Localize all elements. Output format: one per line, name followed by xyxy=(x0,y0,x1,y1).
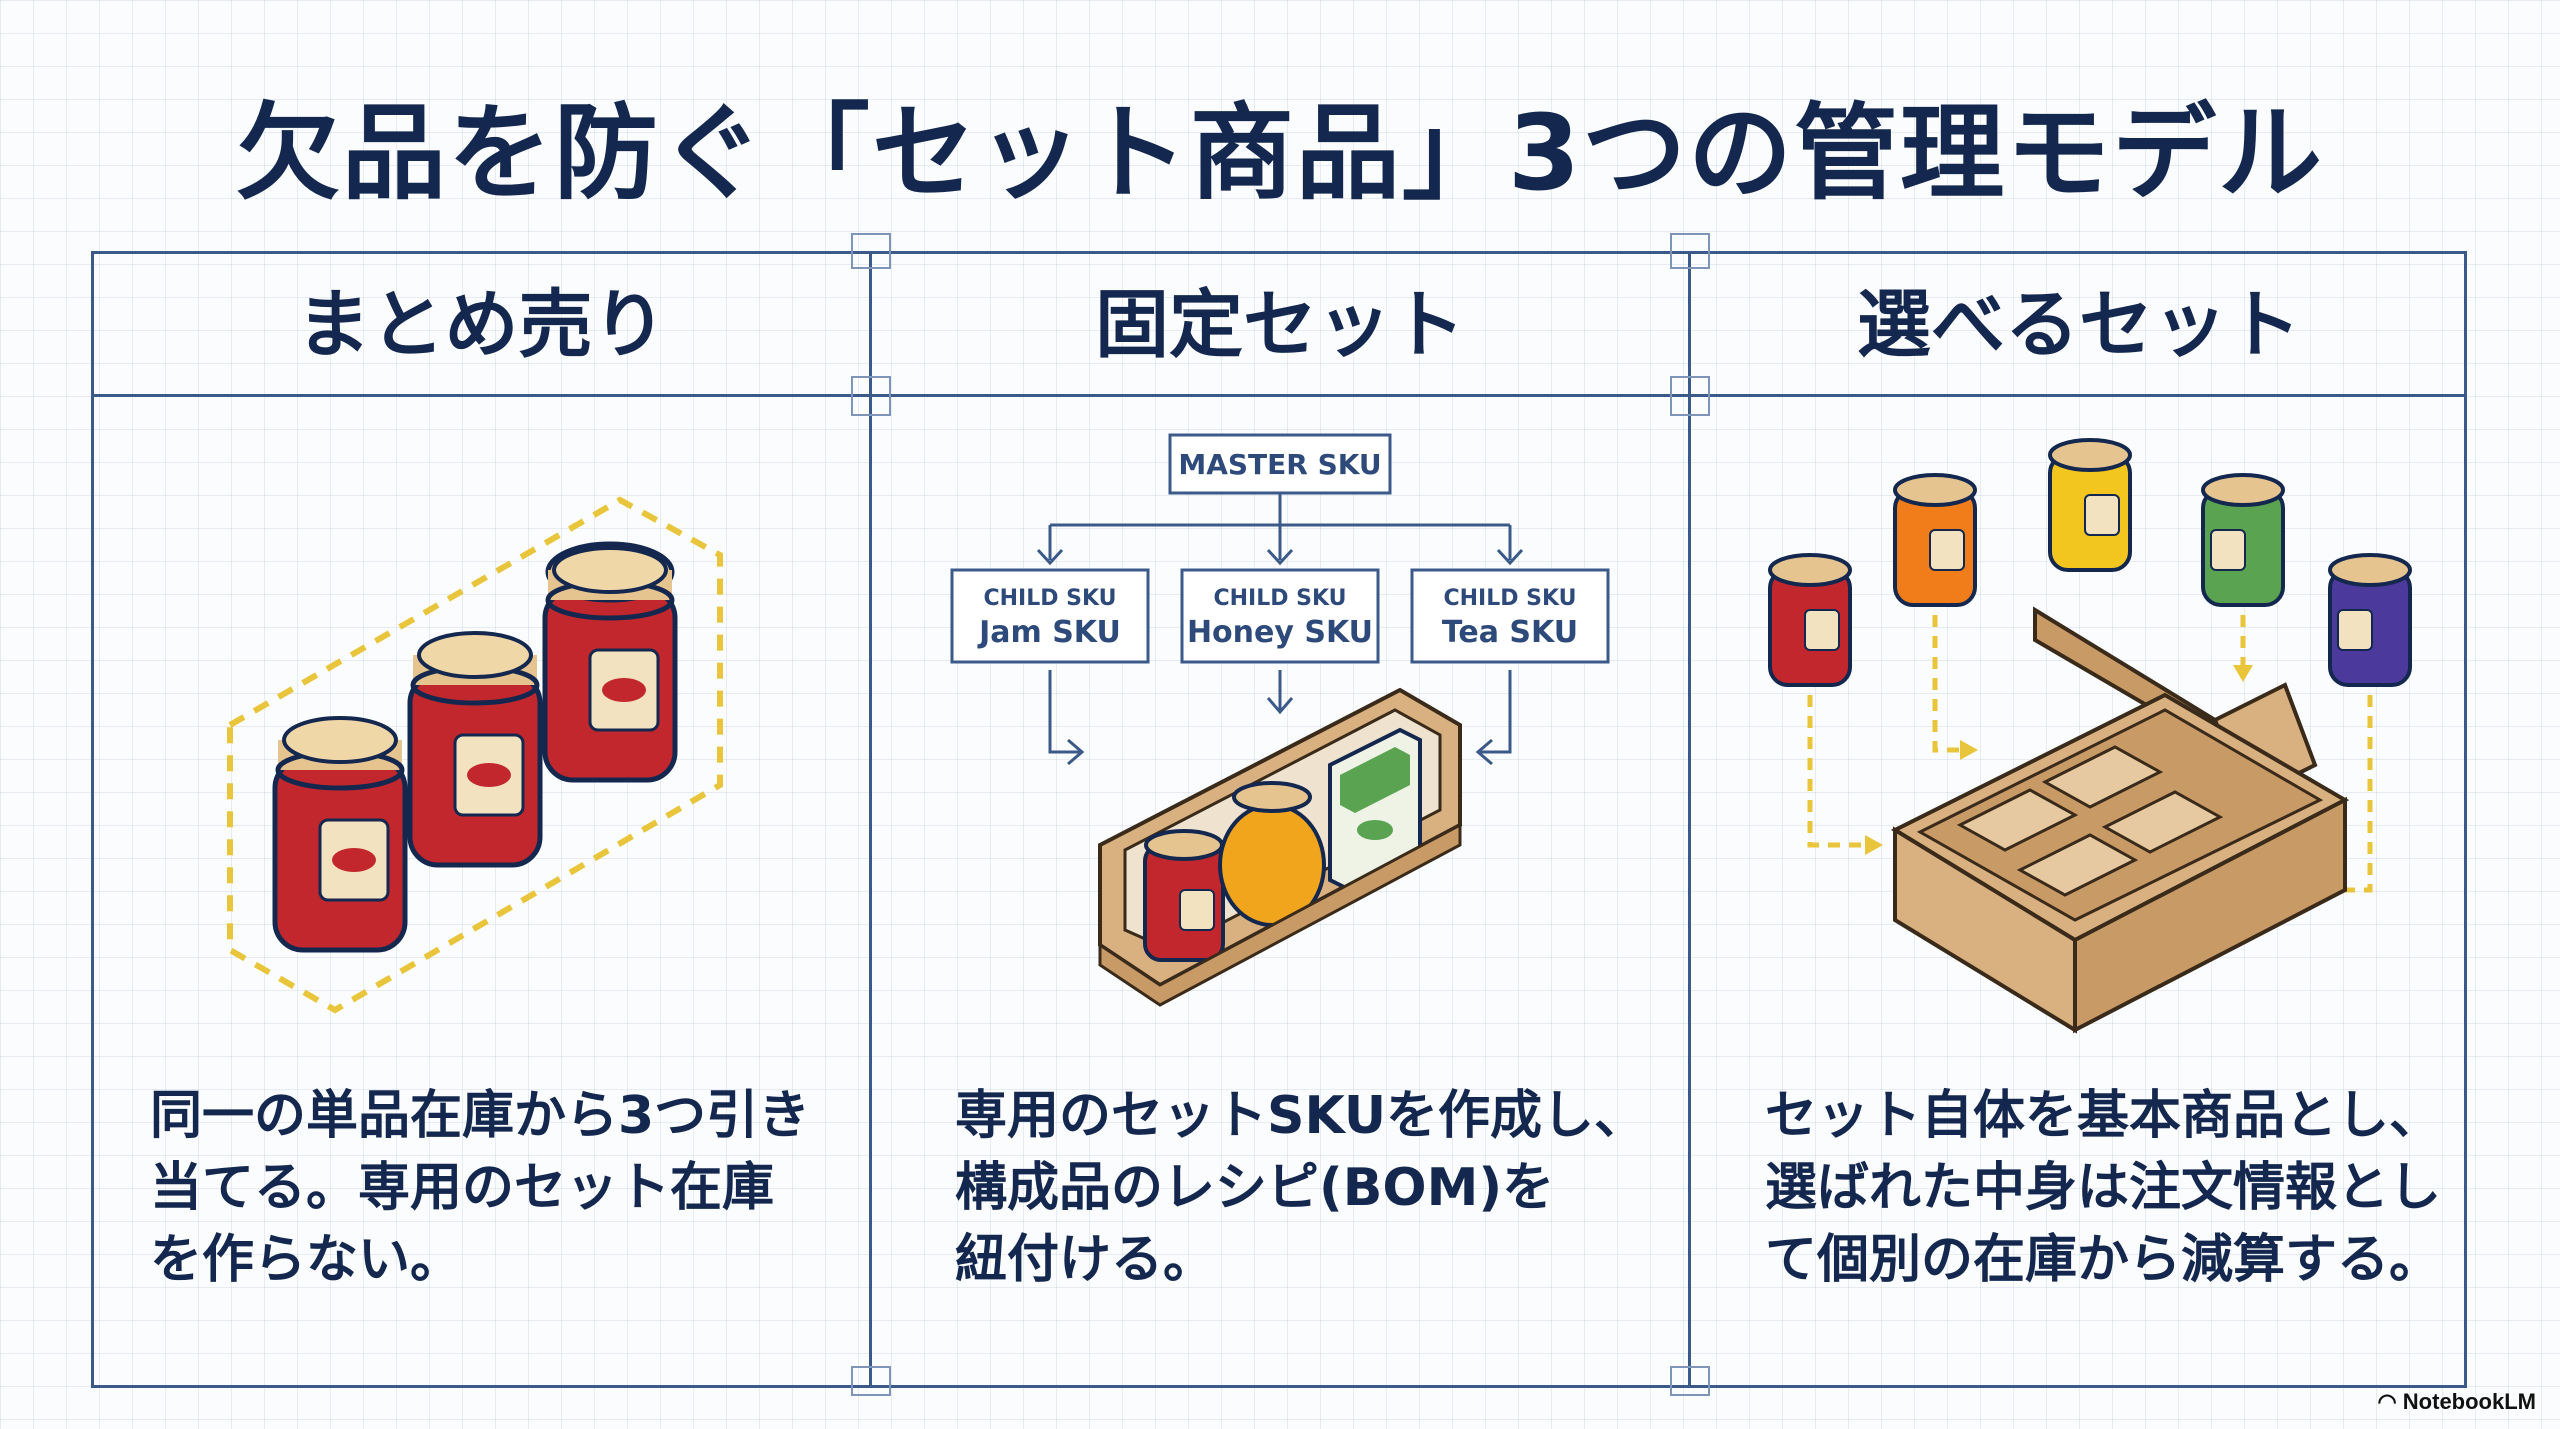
child-sku-box xyxy=(1180,568,1380,664)
comparison-table-frame xyxy=(91,251,2467,1388)
description-choice-set: セット自体を基本商品とし、 選ばれた中身は注文情報とし て個別の在庫から減算する… xyxy=(1765,1086,2442,1290)
corner-mark xyxy=(851,1366,891,1396)
notebooklm-logo: ◠ NotebookLM xyxy=(2377,1389,2536,1415)
child-sku-tag: CHILD SKU xyxy=(1213,586,1346,611)
header-divider xyxy=(91,394,2467,397)
choice-set-illustration xyxy=(1745,430,2435,1054)
brand-icon: ◠ xyxy=(2377,1389,2403,1414)
gift-box-icon xyxy=(1098,687,1462,1007)
red-jar-icon xyxy=(1768,553,1852,687)
yellow-jar-icon xyxy=(2048,438,2132,572)
child-sku-name: Honey SKU xyxy=(1187,615,1373,650)
jam-jar-icon xyxy=(542,541,678,783)
brand-label: NotebookLM xyxy=(2402,1389,2536,1414)
jam-jar-icon xyxy=(272,716,408,953)
child-sku-tag: CHILD SKU xyxy=(1443,586,1576,611)
green-jar-icon xyxy=(2201,473,2285,607)
fixed-set-diagram: MASTER SKU CHILD SKU Jam SKU CHILD SKU H… xyxy=(940,425,1620,1049)
description-bundle: 同一の単品在庫から3つ引き 当てる。専用のセット在庫 を作らない。 xyxy=(150,1086,811,1290)
master-sku-box xyxy=(1168,433,1392,495)
corner-mark xyxy=(1670,1366,1710,1396)
child-sku-name: Tea SKU xyxy=(1442,615,1578,650)
bundle-illustration xyxy=(210,480,770,1044)
open-box-icon xyxy=(1890,606,2350,1034)
column-heading-fixed-set: 固定セット xyxy=(1095,282,1465,368)
page-title: 欠品を防ぐ「セット商品」3つの管理モデル xyxy=(235,92,2325,214)
child-sku-box xyxy=(950,568,1150,664)
column-divider-1 xyxy=(869,251,872,1388)
column-heading-choice-set: 選べるセット xyxy=(1857,282,2301,368)
corner-mark xyxy=(1670,233,1710,269)
child-sku-box xyxy=(1410,568,1610,664)
corner-mark xyxy=(851,233,891,269)
purple-jar-icon xyxy=(2328,553,2412,687)
column-divider-2 xyxy=(1688,251,1691,1388)
corner-mark xyxy=(851,376,891,416)
child-sku-tag: CHILD SKU xyxy=(983,586,1116,611)
description-fixed-set: 専用のセットSKUを作成し、 構成品のレシピ(BOM)を 紐付ける。 xyxy=(955,1086,1647,1290)
jam-jar-icon xyxy=(407,631,543,868)
orange-jar-icon xyxy=(1893,473,1977,607)
column-heading-bundle: まとめ売り xyxy=(296,282,667,368)
child-sku-name: Jam SKU xyxy=(977,615,1121,650)
corner-mark xyxy=(1670,376,1710,416)
master-sku-label: MASTER SKU xyxy=(1178,448,1381,481)
